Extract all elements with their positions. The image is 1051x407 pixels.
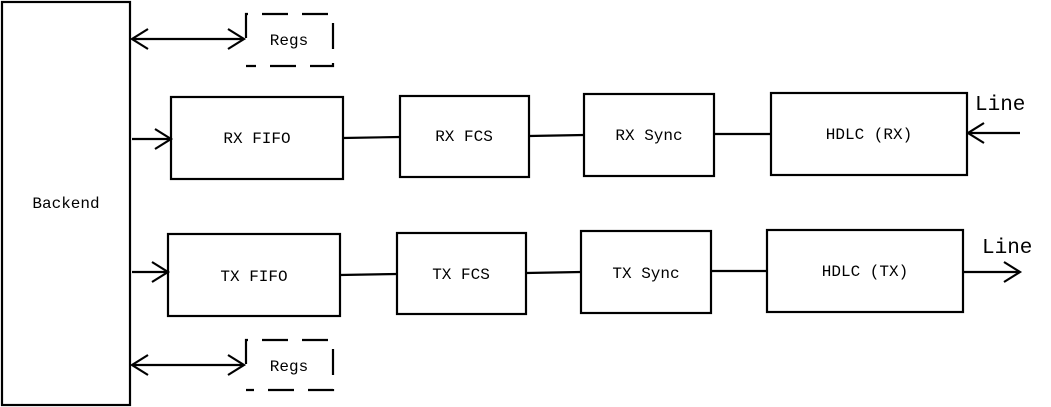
regs-top-block: Regs [244, 12, 335, 68]
regs-top-label: Regs [270, 32, 308, 50]
tx-fifo-fcs-link [339, 272, 398, 277]
hdlc-tx-block: HDLC (TX) [765, 228, 965, 314]
backend-to-tx-fifo-arrow [132, 261, 171, 283]
tx-fcs-label: TX FCS [432, 266, 490, 284]
rx-fifo-label: RX FIFO [223, 130, 290, 148]
regs-bottom-block: Regs [244, 338, 335, 392]
backend-block: Backend [0, 0, 132, 407]
rx-sync-block: RX Sync [582, 92, 716, 178]
tx-fifo-block: TX FIFO [166, 232, 342, 318]
tx-sync-block: TX Sync [579, 229, 713, 315]
regs-bottom-label: Regs [270, 358, 308, 376]
line-rx-input-arrow: Line [965, 94, 1025, 144]
hdlc-rx-label: HDLC (RX) [826, 126, 912, 144]
line-tx-label: Line [982, 237, 1032, 260]
rx-fcs-sync-link [528, 133, 585, 138]
line-tx-output-arrow: Line [964, 237, 1032, 283]
rx-fcs-label: RX FCS [435, 128, 493, 146]
hdlc-tx-label: HDLC (TX) [822, 263, 908, 281]
rx-fcs-block: RX FCS [398, 94, 531, 179]
tx-fcs-block: TX FCS [395, 231, 528, 316]
tx-fifo-label: TX FIFO [220, 268, 287, 286]
line-rx-label: Line [975, 94, 1025, 117]
tx-fcs-sync-link [525, 270, 582, 275]
regs-top-arrow [129, 28, 247, 50]
backend-label: Backend [32, 195, 99, 213]
regs-bottom-arrow [129, 354, 247, 376]
tx-sync-label: TX Sync [612, 265, 679, 283]
rx-sync-label: RX Sync [615, 127, 682, 145]
backend-to-rx-fifo-arrow [132, 128, 174, 150]
rx-fifo-block: RX FIFO [169, 95, 345, 181]
hdlc-rx-block: HDLC (RX) [769, 91, 969, 177]
rx-fifo-fcs-link [342, 135, 401, 140]
